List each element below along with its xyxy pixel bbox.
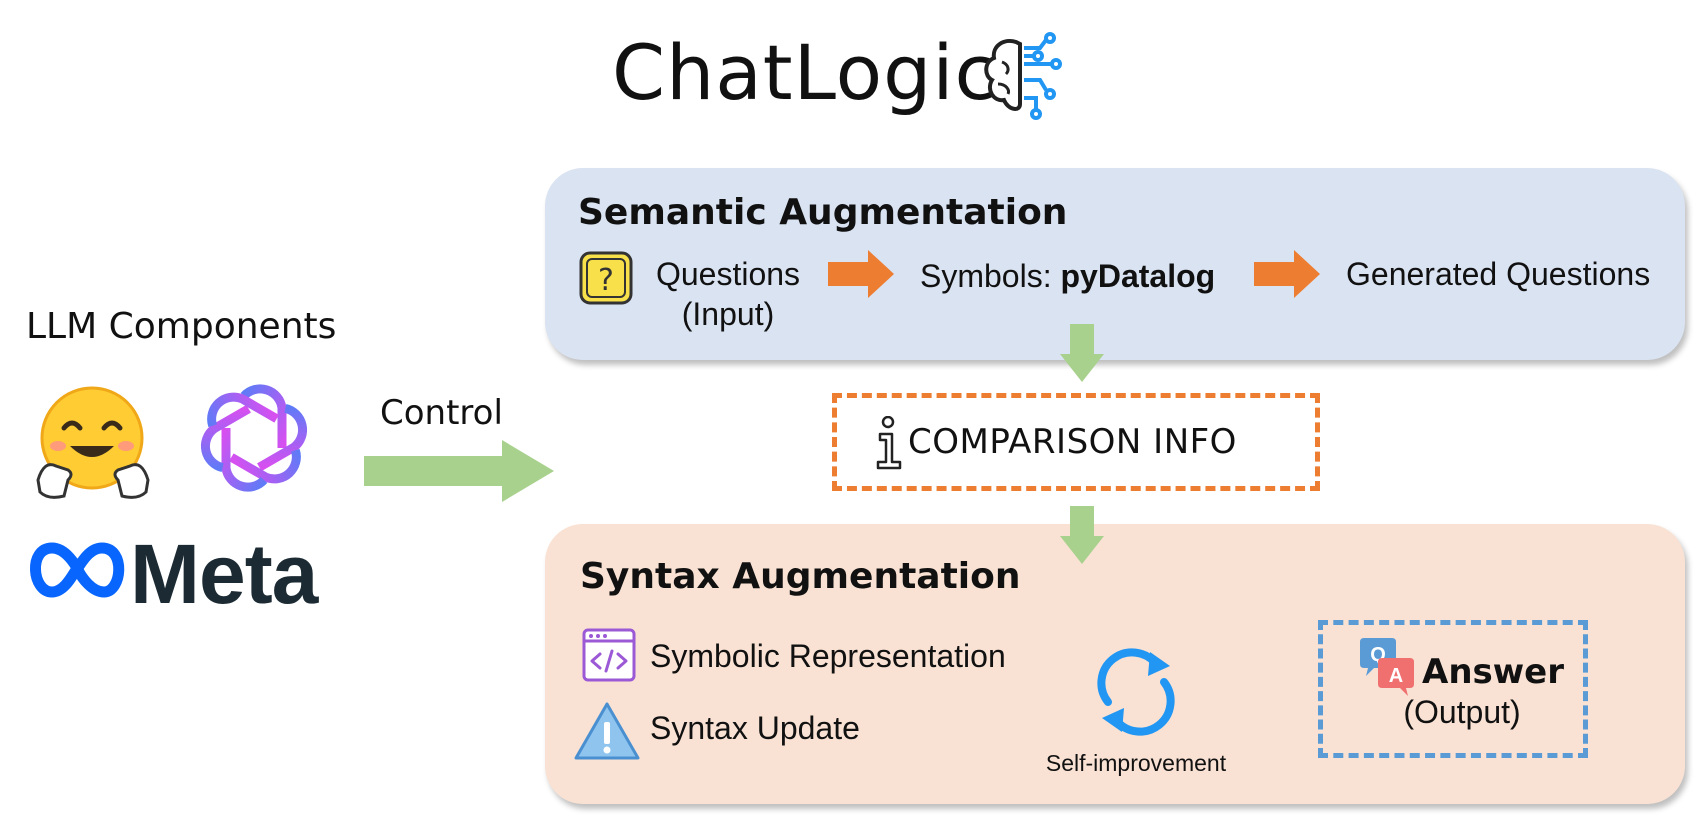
symbols-label: Symbols: pyDatalog	[920, 258, 1216, 294]
svg-text:A: A	[1389, 665, 1403, 687]
self-improvement-label: Self-improvement	[1045, 750, 1227, 776]
qa-chat-icon: Q A	[1360, 638, 1414, 696]
arrow-down-overlay-icon	[1060, 506, 1104, 564]
semantic-augmentation-panel	[545, 168, 1685, 360]
svg-text:?: ?	[598, 263, 614, 298]
openai-logo-icon	[200, 384, 308, 492]
brain-circuit-icon	[984, 32, 1062, 120]
control-label: Control	[380, 393, 503, 433]
llm-components-heading: LLM Components	[26, 306, 337, 347]
answer-output-label: (Output)	[1403, 694, 1521, 730]
answer-label: Answer	[1422, 652, 1564, 692]
control-arrow-icon	[364, 440, 554, 502]
semantic-augmentation-title: Semantic Augmentation	[578, 192, 1068, 233]
questions-input-label: (Input)	[681, 296, 775, 332]
code-window-icon	[582, 628, 636, 682]
arrow-down-icon	[1060, 324, 1104, 382]
pydatalog-label: pyDatalog	[1060, 258, 1216, 294]
syntax-augmentation-title: Syntax Augmentation	[580, 556, 1021, 597]
comparison-info-label: COMPARISON INFO	[908, 422, 1237, 462]
comparison-info-box	[832, 393, 1320, 491]
warning-icon	[574, 702, 640, 760]
app-title: ChatLogic	[612, 28, 998, 117]
symbolic-representation-label: Symbolic Representation	[650, 638, 1006, 674]
questions-label: Questions	[655, 256, 801, 292]
meta-wordmark: Meta	[130, 527, 318, 621]
answer-output-box	[1318, 620, 1588, 758]
question-icon: ?	[579, 251, 633, 305]
meta-infinity-icon	[30, 542, 125, 598]
syntax-update-label: Syntax Update	[650, 710, 860, 746]
refresh-cycle-icon	[1097, 648, 1175, 736]
info-icon	[876, 416, 902, 470]
arrow-right-icon	[1254, 250, 1320, 298]
hugging-face-icon	[36, 386, 150, 499]
arrow-right-icon	[828, 250, 894, 298]
generated-questions-label: Generated Questions	[1346, 256, 1651, 292]
